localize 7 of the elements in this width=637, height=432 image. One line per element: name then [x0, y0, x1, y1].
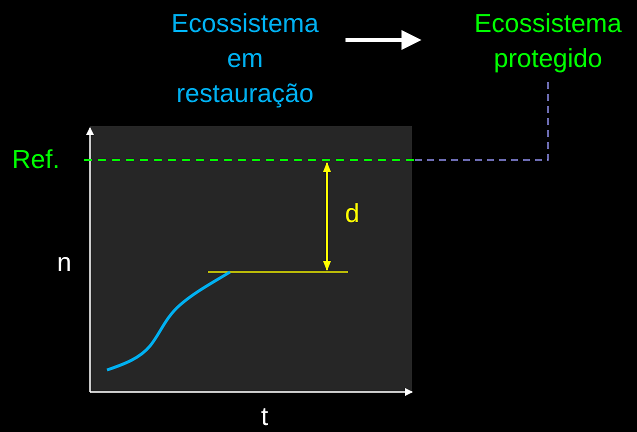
arrow — [346, 30, 422, 50]
axis-label: t — [261, 400, 268, 432]
node-label: Ecossistema em restauração — [170, 7, 320, 110]
axis-label: d — [345, 197, 360, 229]
node-label: Ecossistema protegido — [473, 7, 623, 75]
axis-label: Ref. — [12, 143, 60, 175]
axis-label: n — [57, 246, 72, 278]
